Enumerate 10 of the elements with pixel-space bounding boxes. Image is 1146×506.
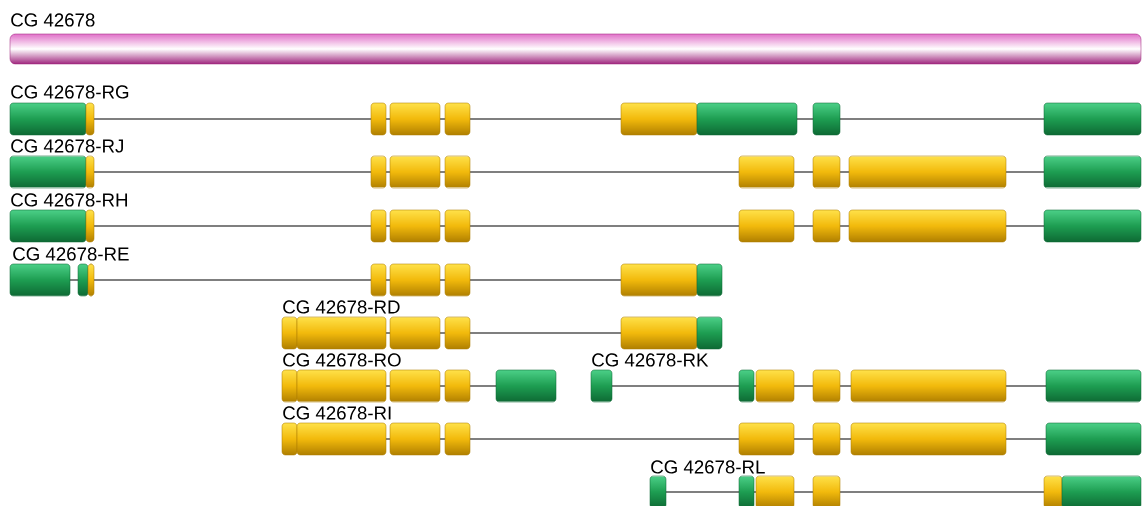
- transcript-label: CG 42678-RG: [11, 85, 129, 99]
- transcript-label: CG 42678-RK: [592, 353, 709, 367]
- transcript-label: CG 42678-RL: [651, 460, 765, 474]
- transcript-label: CG 42678-RO: [283, 353, 401, 367]
- transcript-label: CG 42678-RE: [13, 247, 129, 261]
- transcript-label: CG 42678-RI: [283, 406, 391, 420]
- transcript-label: CG 42678-RD: [283, 300, 400, 314]
- transcript-label: CG 42678-RH: [11, 193, 127, 207]
- transcript-label: CG 42678: [11, 13, 95, 27]
- transcript-label: CG 42678-RJ: [11, 139, 123, 153]
